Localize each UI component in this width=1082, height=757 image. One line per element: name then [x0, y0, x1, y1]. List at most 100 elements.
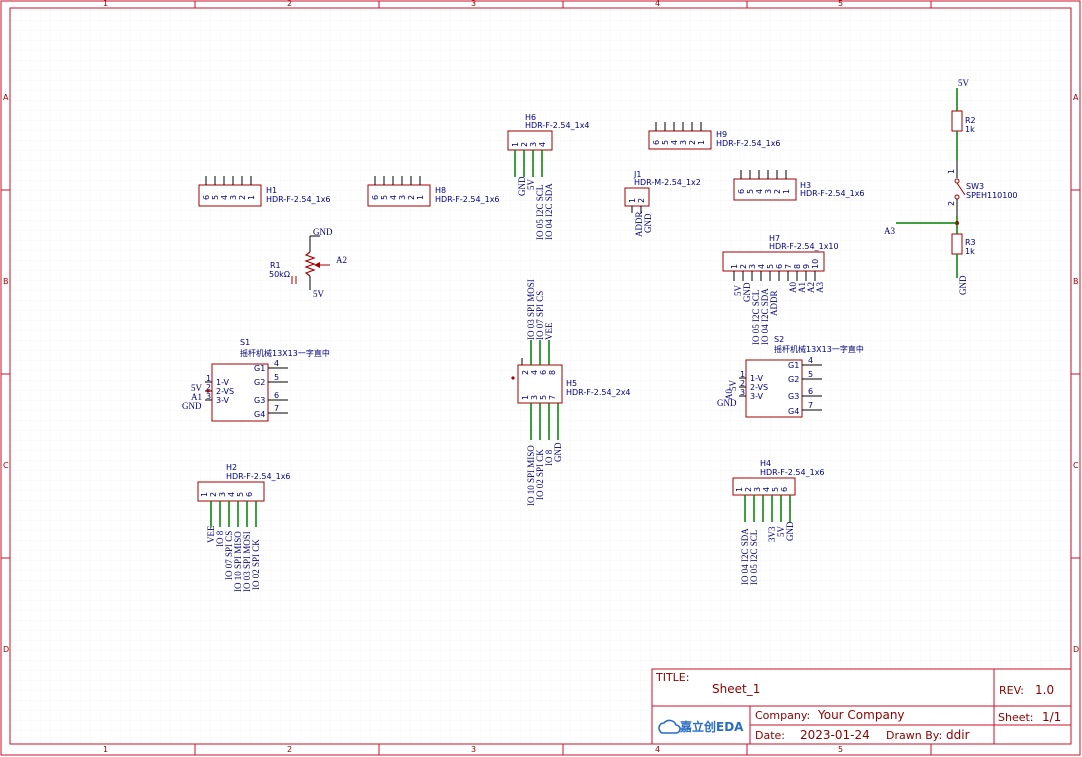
- h1-pin-3: 3: [229, 195, 238, 200]
- h7-net-a1: A1: [797, 282, 807, 293]
- h2-pin-3: 3: [218, 492, 227, 497]
- r1-net-5v: 5V: [313, 289, 325, 299]
- h5-pin-2: 2: [521, 370, 530, 375]
- h4-value: HDR-F-2.54_1x6: [760, 468, 825, 477]
- s2-net-a0: A0: [724, 389, 734, 400]
- h3-pin-2: 2: [773, 189, 782, 194]
- h2-net-vee: VEE: [206, 525, 216, 543]
- h4-pin-6: 6: [780, 487, 789, 492]
- r3-ref: R3: [965, 238, 976, 247]
- potentiometer-r1[interactable]: R1 50kΩ GND 5V A2: [269, 227, 347, 299]
- s1-num-3: 3: [206, 392, 211, 401]
- h1-value: HDR-F-2.54_1x6: [266, 195, 331, 204]
- h8-pin-3: 3: [398, 195, 407, 200]
- h5-pin-8: 8: [548, 370, 557, 375]
- h7-net-scl: IO 05 I2C SCL: [751, 290, 761, 345]
- company-label: Company:: [755, 709, 810, 722]
- s1-num-4: 4: [274, 359, 279, 368]
- s1-label-g3: G3: [254, 396, 265, 405]
- h9-pin-3: 3: [679, 140, 688, 145]
- h7-pin-1: 1: [730, 264, 739, 269]
- r1-net-gnd: GND: [313, 227, 333, 237]
- r1-ref: R1: [270, 261, 281, 270]
- joystick-s2[interactable]: S2 摇杆机械13X13一字直中 G1 G2 G3 G4 4 5 6 7 1-V…: [717, 335, 864, 418]
- header-h2[interactable]: 1 2 3 4 5 6 H2 HDR-F-2.54_1x6 VEE IO 8 I…: [197, 463, 291, 592]
- h4-net-scl: IO 05 I2C SCL: [749, 530, 759, 585]
- h5-ref: H5: [566, 379, 577, 388]
- s2-label-1v: 1-V: [750, 374, 764, 383]
- s1-num-6: 6: [274, 391, 279, 400]
- header-h3[interactable]: 6 5 4 3 2 1 H3 HDR-F-2.54_1x6: [733, 170, 865, 201]
- s1-label-3v: 3-V: [216, 396, 230, 405]
- h2-ref: H2: [226, 463, 237, 472]
- resistor-r2[interactable]: 5V R2 1k: [951, 78, 976, 160]
- h3-pin-4: 4: [755, 189, 764, 194]
- h9-pin-1: 1: [697, 140, 706, 145]
- h6-pin-4: 4: [538, 142, 547, 147]
- s1-label-g4: G4: [254, 410, 265, 419]
- h2-value: HDR-F-2.54_1x6: [226, 472, 291, 481]
- h2-net-io8: IO 8: [215, 530, 225, 547]
- h4-pin-4: 4: [762, 487, 771, 492]
- header-j1[interactable]: 1 2 J1 HDR-M-2.54_1x2 ADDR GND: [624, 170, 701, 237]
- h9-pin-5: 5: [661, 140, 670, 145]
- h2-net-cs: IO 07 SPI CS: [224, 531, 234, 580]
- h7-pin-5: 5: [766, 264, 775, 269]
- col-label-bottom-5: 5: [838, 745, 843, 754]
- row-label-right-d: D: [1073, 645, 1079, 654]
- h5-pin-4: 4: [530, 370, 539, 375]
- s1-num-7: 7: [274, 404, 279, 413]
- h5-net-vee: VEE: [544, 322, 554, 340]
- col-label-top-3: 3: [471, 0, 476, 8]
- h6-net-5v: 5V: [526, 179, 536, 191]
- h9-value: HDR-F-2.54_1x6: [716, 139, 781, 148]
- sw3-pin-2: 2: [947, 201, 956, 206]
- s1-label-1v: 1-V: [216, 378, 230, 387]
- s2-value: 摇杆机械13X13一字直中: [774, 344, 864, 354]
- h7-pin-6: 6: [775, 264, 784, 269]
- h5-net-cs: IO 07 SPI CS: [535, 291, 545, 340]
- j1-value: HDR-M-2.54_1x2: [634, 178, 701, 187]
- header-h9[interactable]: 6 5 4 3 2 1 H9 HDR-F-2.54_1x6: [648, 122, 781, 150]
- row-label-left-d: D: [3, 645, 9, 654]
- header-h6[interactable]: 1 2 3 4 H6 HDR-F-2.54_1x4 GND 5V IO 05 I…: [507, 113, 590, 240]
- h4-ref: H4: [760, 459, 771, 468]
- col-label-top-4: 4: [655, 0, 660, 8]
- h7-pin-7: 7: [784, 264, 793, 269]
- column-ticks: [194, 1, 932, 755]
- joystick-s1[interactable]: S1 摇杆机械13X13一字直中 G1 G2 G3 G4 4 5 6 7 1-V…: [182, 338, 330, 422]
- switch-sw3[interactable]: 1 2 SW3 SPEH110100: [947, 160, 1018, 216]
- resistor-r3[interactable]: R3 1k A3 GND: [884, 216, 976, 295]
- h7-net-5v: 5V: [733, 285, 743, 297]
- h7-pin-3: 3: [748, 264, 757, 269]
- h2-net-ck: IO 02 SPI CK: [251, 539, 261, 590]
- header-h5[interactable]: 2 4 6 8 1 3 5 7 H5 HDR-F-2.54_2x4 IO 03 …: [511, 279, 631, 506]
- r2-value: 1k: [965, 125, 975, 134]
- s2-num-3: 3: [740, 388, 745, 397]
- h6-pin-2: 2: [520, 142, 529, 147]
- h6-net-gnd: GND: [517, 176, 527, 196]
- h4-pin-2: 2: [744, 487, 753, 492]
- h1-ref: H1: [266, 186, 277, 195]
- header-h8[interactable]: 6 5 4 3 2 1 H8 HDR-F-2.54_1x6: [367, 176, 500, 207]
- s1-label-2vs: 2-VS: [216, 387, 234, 396]
- header-h7[interactable]: 1 2 3 4 5 6 7 8 9 10 H7 HDR-F-2.54_1x10 …: [722, 234, 839, 345]
- r3-net-a3: A3: [884, 226, 895, 236]
- sheet-value: 1/1: [1042, 710, 1061, 724]
- col-label-bottom-3: 3: [471, 745, 476, 754]
- col-label-bottom-4: 4: [655, 745, 660, 754]
- h9-ref: H9: [716, 130, 727, 139]
- h5-net-io8: IO 8: [544, 449, 554, 466]
- j1-pin-1: 1: [628, 198, 637, 203]
- h8-ref: H8: [435, 186, 446, 195]
- h5-net-mosi: IO 03 SPI MOSI: [526, 279, 536, 340]
- h3-pin-3: 3: [764, 189, 773, 194]
- header-h1[interactable]: 6 5 4 3 2 1 H1 HDR-F-2.54_1x6: [198, 176, 331, 207]
- header-h4[interactable]: 1 2 3 4 5 6 H4 HDR-F-2.54_1x6 IO 04 I2C …: [732, 459, 825, 585]
- h7-net-a0: A0: [788, 282, 798, 293]
- j1-ref: J1: [633, 170, 641, 179]
- s1-net-gnd: GND: [182, 401, 202, 411]
- h8-pin-2: 2: [407, 195, 416, 200]
- r1-value: 50kΩ: [269, 270, 290, 279]
- h7-net-a2: A2: [806, 282, 816, 293]
